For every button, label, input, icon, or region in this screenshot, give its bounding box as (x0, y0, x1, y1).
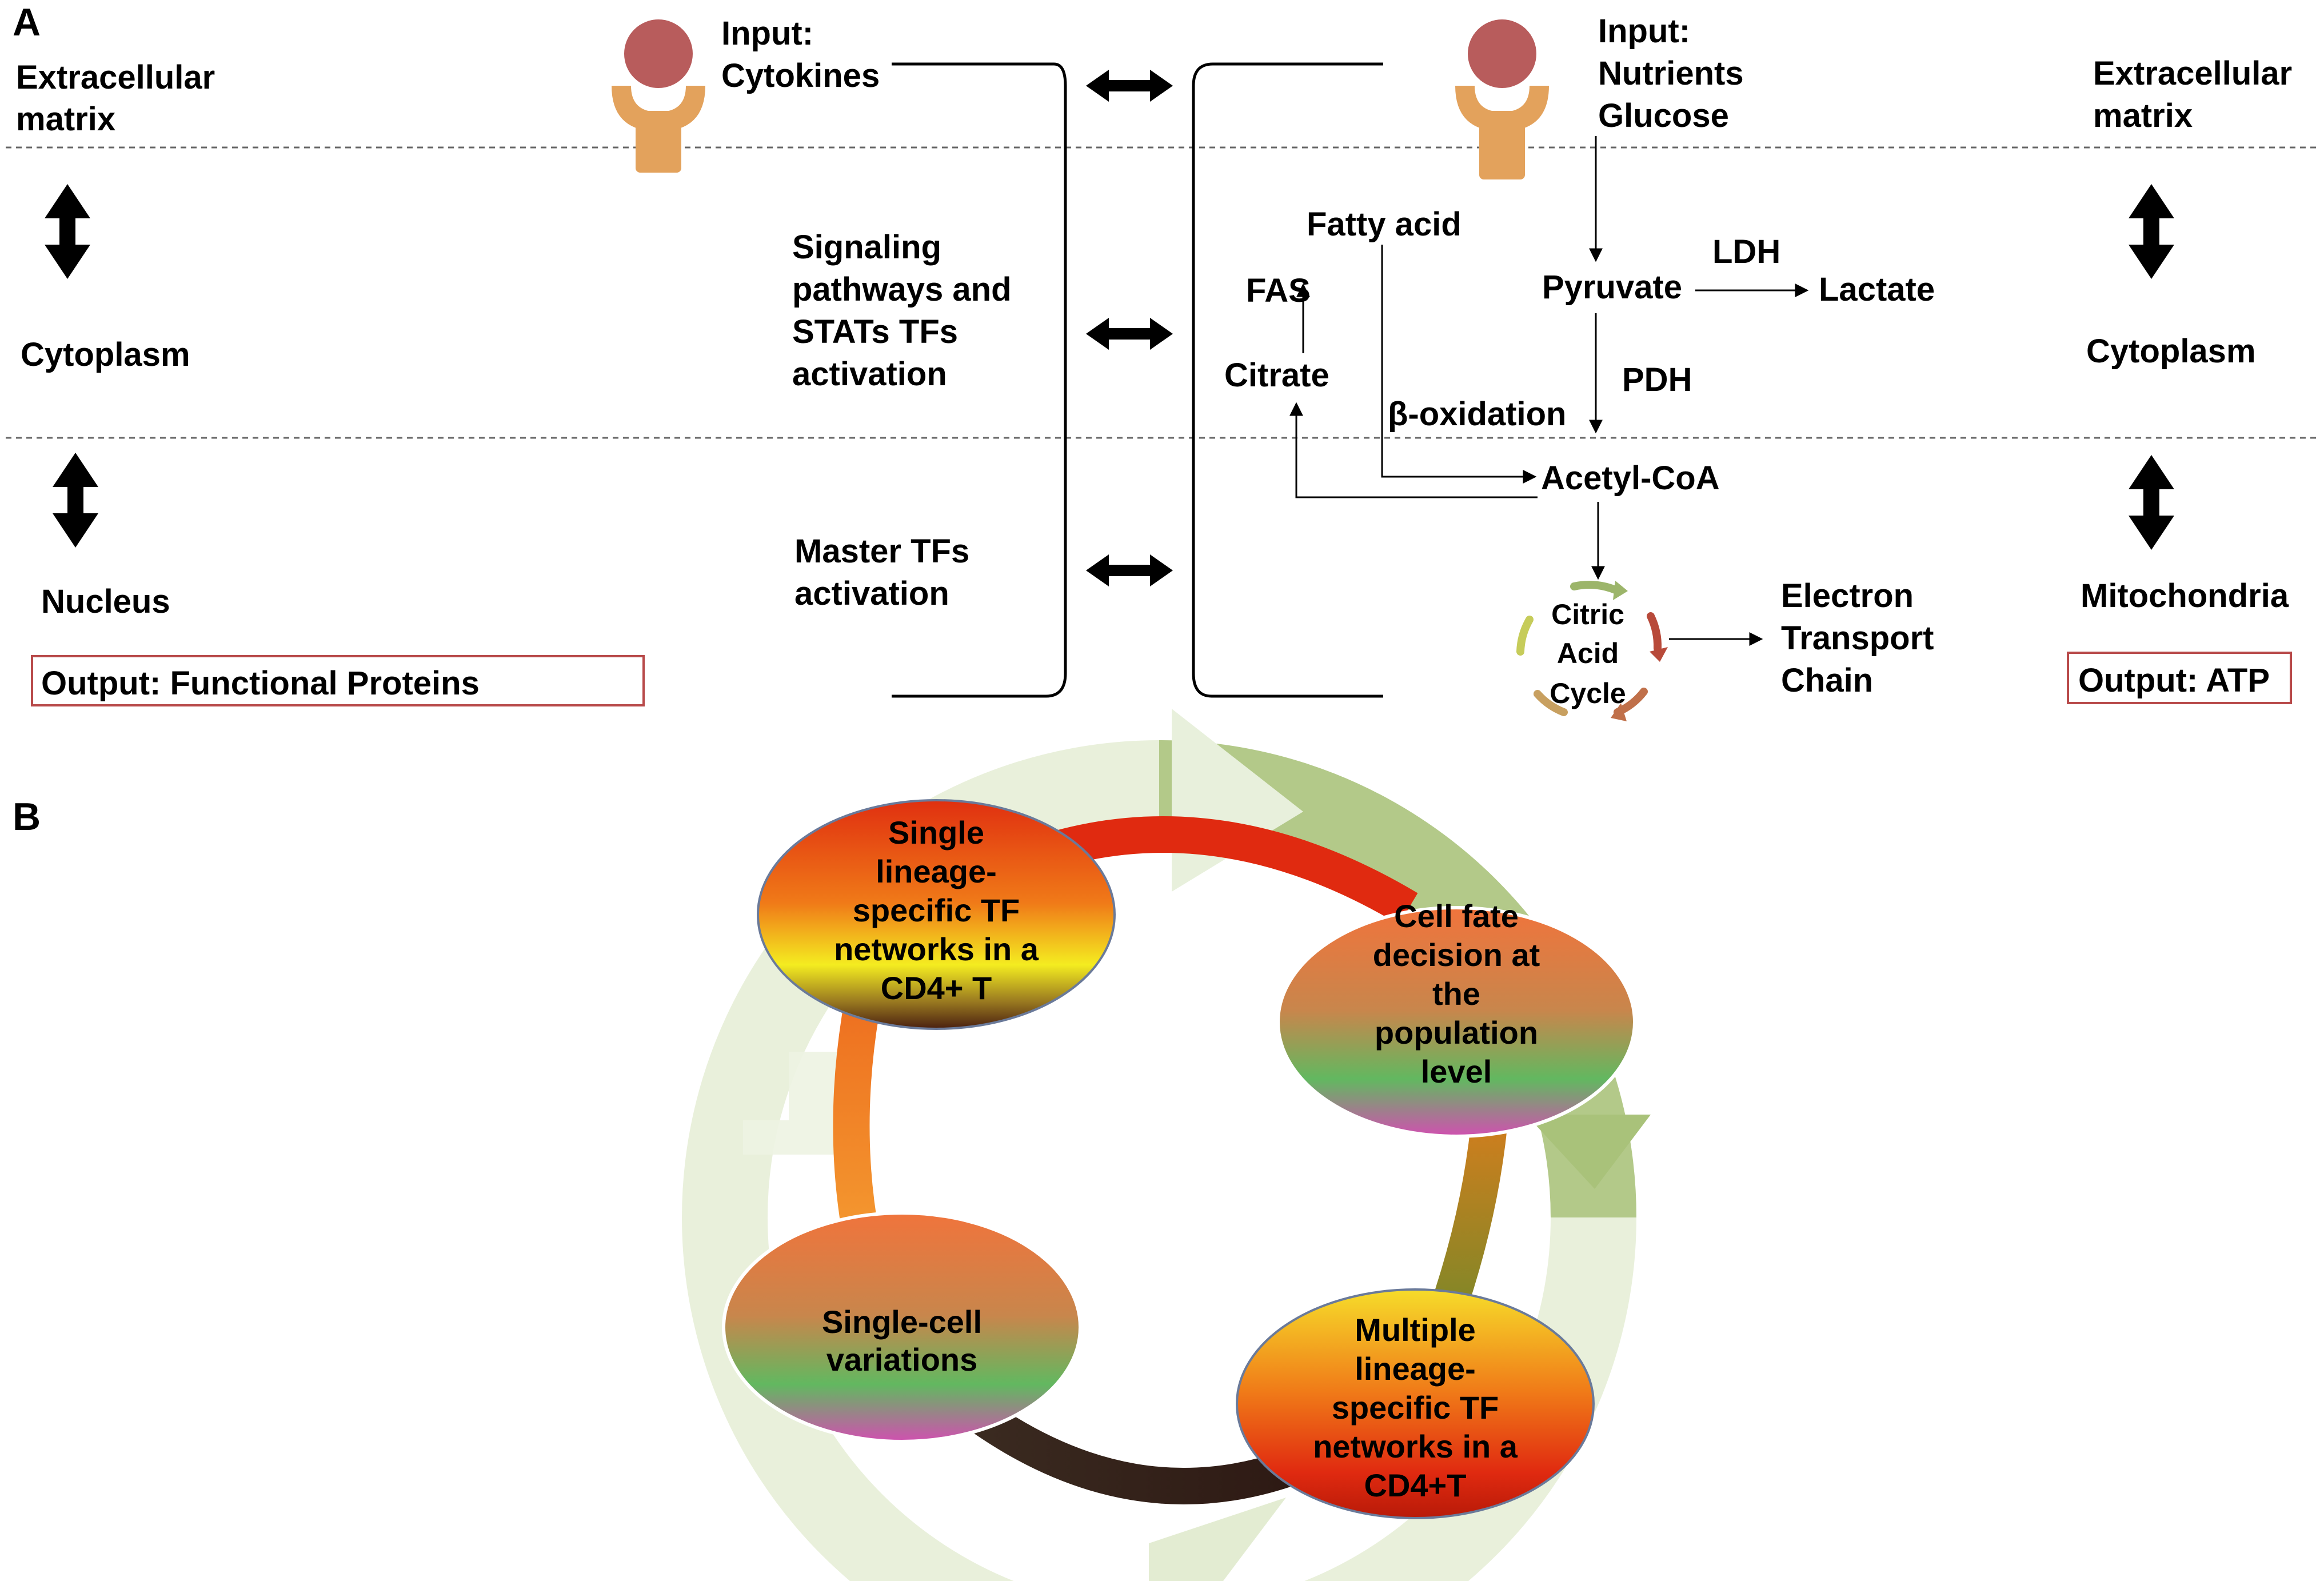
left-cytoplasm-label: Cytoplasm (21, 336, 190, 373)
svg-text:matrix: matrix (2093, 97, 2193, 134)
svg-text:Extracellular: Extracellular (16, 59, 215, 96)
right-up-down-arrow-icon-2 (2129, 455, 2174, 550)
svg-text:lineage-: lineage- (1355, 1351, 1476, 1387)
ring-segment-bottom (972, 1402, 1292, 1504)
fatty-acid-oxidation-arrow (1381, 245, 1537, 484)
citric-acid-cycle-label: Citric Acid Cycle (1550, 598, 1626, 709)
citric-cycle-arrows-icon (1516, 581, 1668, 721)
right-bracket (1192, 62, 1383, 698)
double-arrow-icon-bottom (1086, 554, 1173, 586)
svg-text:activation: activation (792, 356, 947, 393)
signaling-label: Signaling pathways and STATs TFs activat… (792, 229, 1012, 393)
svg-text:Citric: Citric (1551, 598, 1624, 630)
input-cytokines-label: Input: Cytokines (721, 15, 880, 94)
output-functional-proteins: Output: Functional Proteins (41, 665, 480, 702)
node-cell-fate: Cell fate decision at the population lev… (1276, 898, 1636, 1138)
svg-text:specific TF: specific TF (1332, 1390, 1499, 1426)
output-atp: Output: ATP (2078, 662, 2270, 699)
left-extracellular-label: Extracellular matrix (16, 59, 215, 138)
ldh-label: LDH (1712, 233, 1780, 270)
svg-text:activation: activation (794, 575, 949, 612)
svg-text:Single: Single (888, 815, 984, 851)
svg-text:STATs TFs: STATs TFs (792, 313, 958, 350)
output-box-right (2067, 652, 2292, 704)
svg-text:Electron: Electron (1781, 577, 1914, 614)
svg-text:networks in a: networks in a (1313, 1428, 1518, 1464)
double-arrow-icon-middle (1086, 318, 1173, 350)
master-tfs-label: Master TFs activation (794, 533, 969, 612)
beta-oxidation-label: β-oxidation (1388, 396, 1567, 433)
panel-b-label: B (13, 795, 41, 839)
acetyl-coa-label: Acetyl-CoA (1541, 460, 1720, 497)
electron-transport-chain-label: Electron Transport Chain (1781, 577, 1934, 699)
node-single-lineage: Single lineage- specific TF networks in … (757, 799, 1116, 1030)
svg-text:Extracellular: Extracellular (2093, 55, 2292, 92)
svg-text:Chain: Chain (1781, 662, 1873, 699)
input-nutrients-label: Input: Nutrients Glucose (1598, 13, 1744, 134)
svg-text:Single-cell: Single-cell (822, 1304, 982, 1340)
acetyl-coa-to-citrate-arrow (1289, 402, 1538, 498)
svg-text:Signaling: Signaling (792, 229, 941, 266)
node-single-cell-variations: Single-cell variations (722, 1211, 1082, 1443)
svg-text:Multiple: Multiple (1355, 1312, 1476, 1348)
svg-text:Transport: Transport (1781, 620, 1934, 657)
ring-segment-left (833, 1003, 881, 1250)
left-up-down-arrow-icon (45, 184, 90, 279)
svg-text:matrix: matrix (16, 101, 115, 138)
lactate-label: Lactate (1819, 271, 1935, 308)
svg-text:decision at: decision at (1373, 937, 1540, 973)
svg-text:level: level (1421, 1053, 1492, 1089)
svg-text:CD4+T: CD4+T (1364, 1467, 1467, 1503)
svg-text:variations: variations (826, 1342, 978, 1378)
right-extracellular-label: Extracellular matrix (2093, 55, 2292, 134)
output-box-left (31, 655, 645, 706)
svg-text:Nutrients: Nutrients (1598, 55, 1744, 92)
svg-text:pathways and: pathways and (792, 271, 1012, 308)
svg-text:Cell fate: Cell fate (1394, 898, 1519, 934)
svg-text:Acid: Acid (1557, 637, 1619, 669)
mitochondria-label: Mitochondria (2081, 577, 2289, 614)
left-bracket (892, 62, 1067, 698)
svg-text:population: population (1375, 1015, 1538, 1051)
svg-text:CD4+ T: CD4+ T (881, 970, 992, 1006)
svg-text:Cycle: Cycle (1550, 677, 1626, 709)
nutrient-receptor-icon (1455, 18, 1549, 179)
left-up-down-arrow-icon-2 (53, 453, 98, 548)
svg-text:Cytokines: Cytokines (721, 57, 880, 94)
svg-text:Master TFs: Master TFs (794, 533, 969, 570)
left-nucleus-label: Nucleus (41, 583, 170, 620)
svg-text:networks in a: networks in a (834, 931, 1039, 967)
pyruvate-label: Pyruvate (1542, 269, 1682, 306)
fas-label: FAS (1246, 272, 1311, 309)
double-arrow-icon-top (1086, 70, 1173, 102)
panel-a-label: A (13, 1, 41, 44)
svg-text:lineage-: lineage- (876, 853, 997, 889)
right-cytoplasm-label: Cytoplasm (2086, 333, 2256, 370)
citrate-label: Citrate (1224, 357, 1329, 394)
node-multiple-lineage: Multiple lineage- specific TF networks i… (1236, 1288, 1595, 1519)
pdh-label: PDH (1622, 361, 1692, 398)
cytokine-receptor-icon (612, 18, 705, 173)
fatty-acid-label: Fatty acid (1307, 206, 1462, 243)
svg-text:specific TF: specific TF (853, 892, 1020, 928)
svg-text:Input:: Input: (1598, 13, 1690, 50)
svg-text:the: the (1432, 976, 1480, 1012)
svg-text:Input:: Input: (721, 15, 813, 52)
right-up-down-arrow-icon (2129, 184, 2174, 279)
svg-text:Glucose: Glucose (1598, 97, 1729, 134)
